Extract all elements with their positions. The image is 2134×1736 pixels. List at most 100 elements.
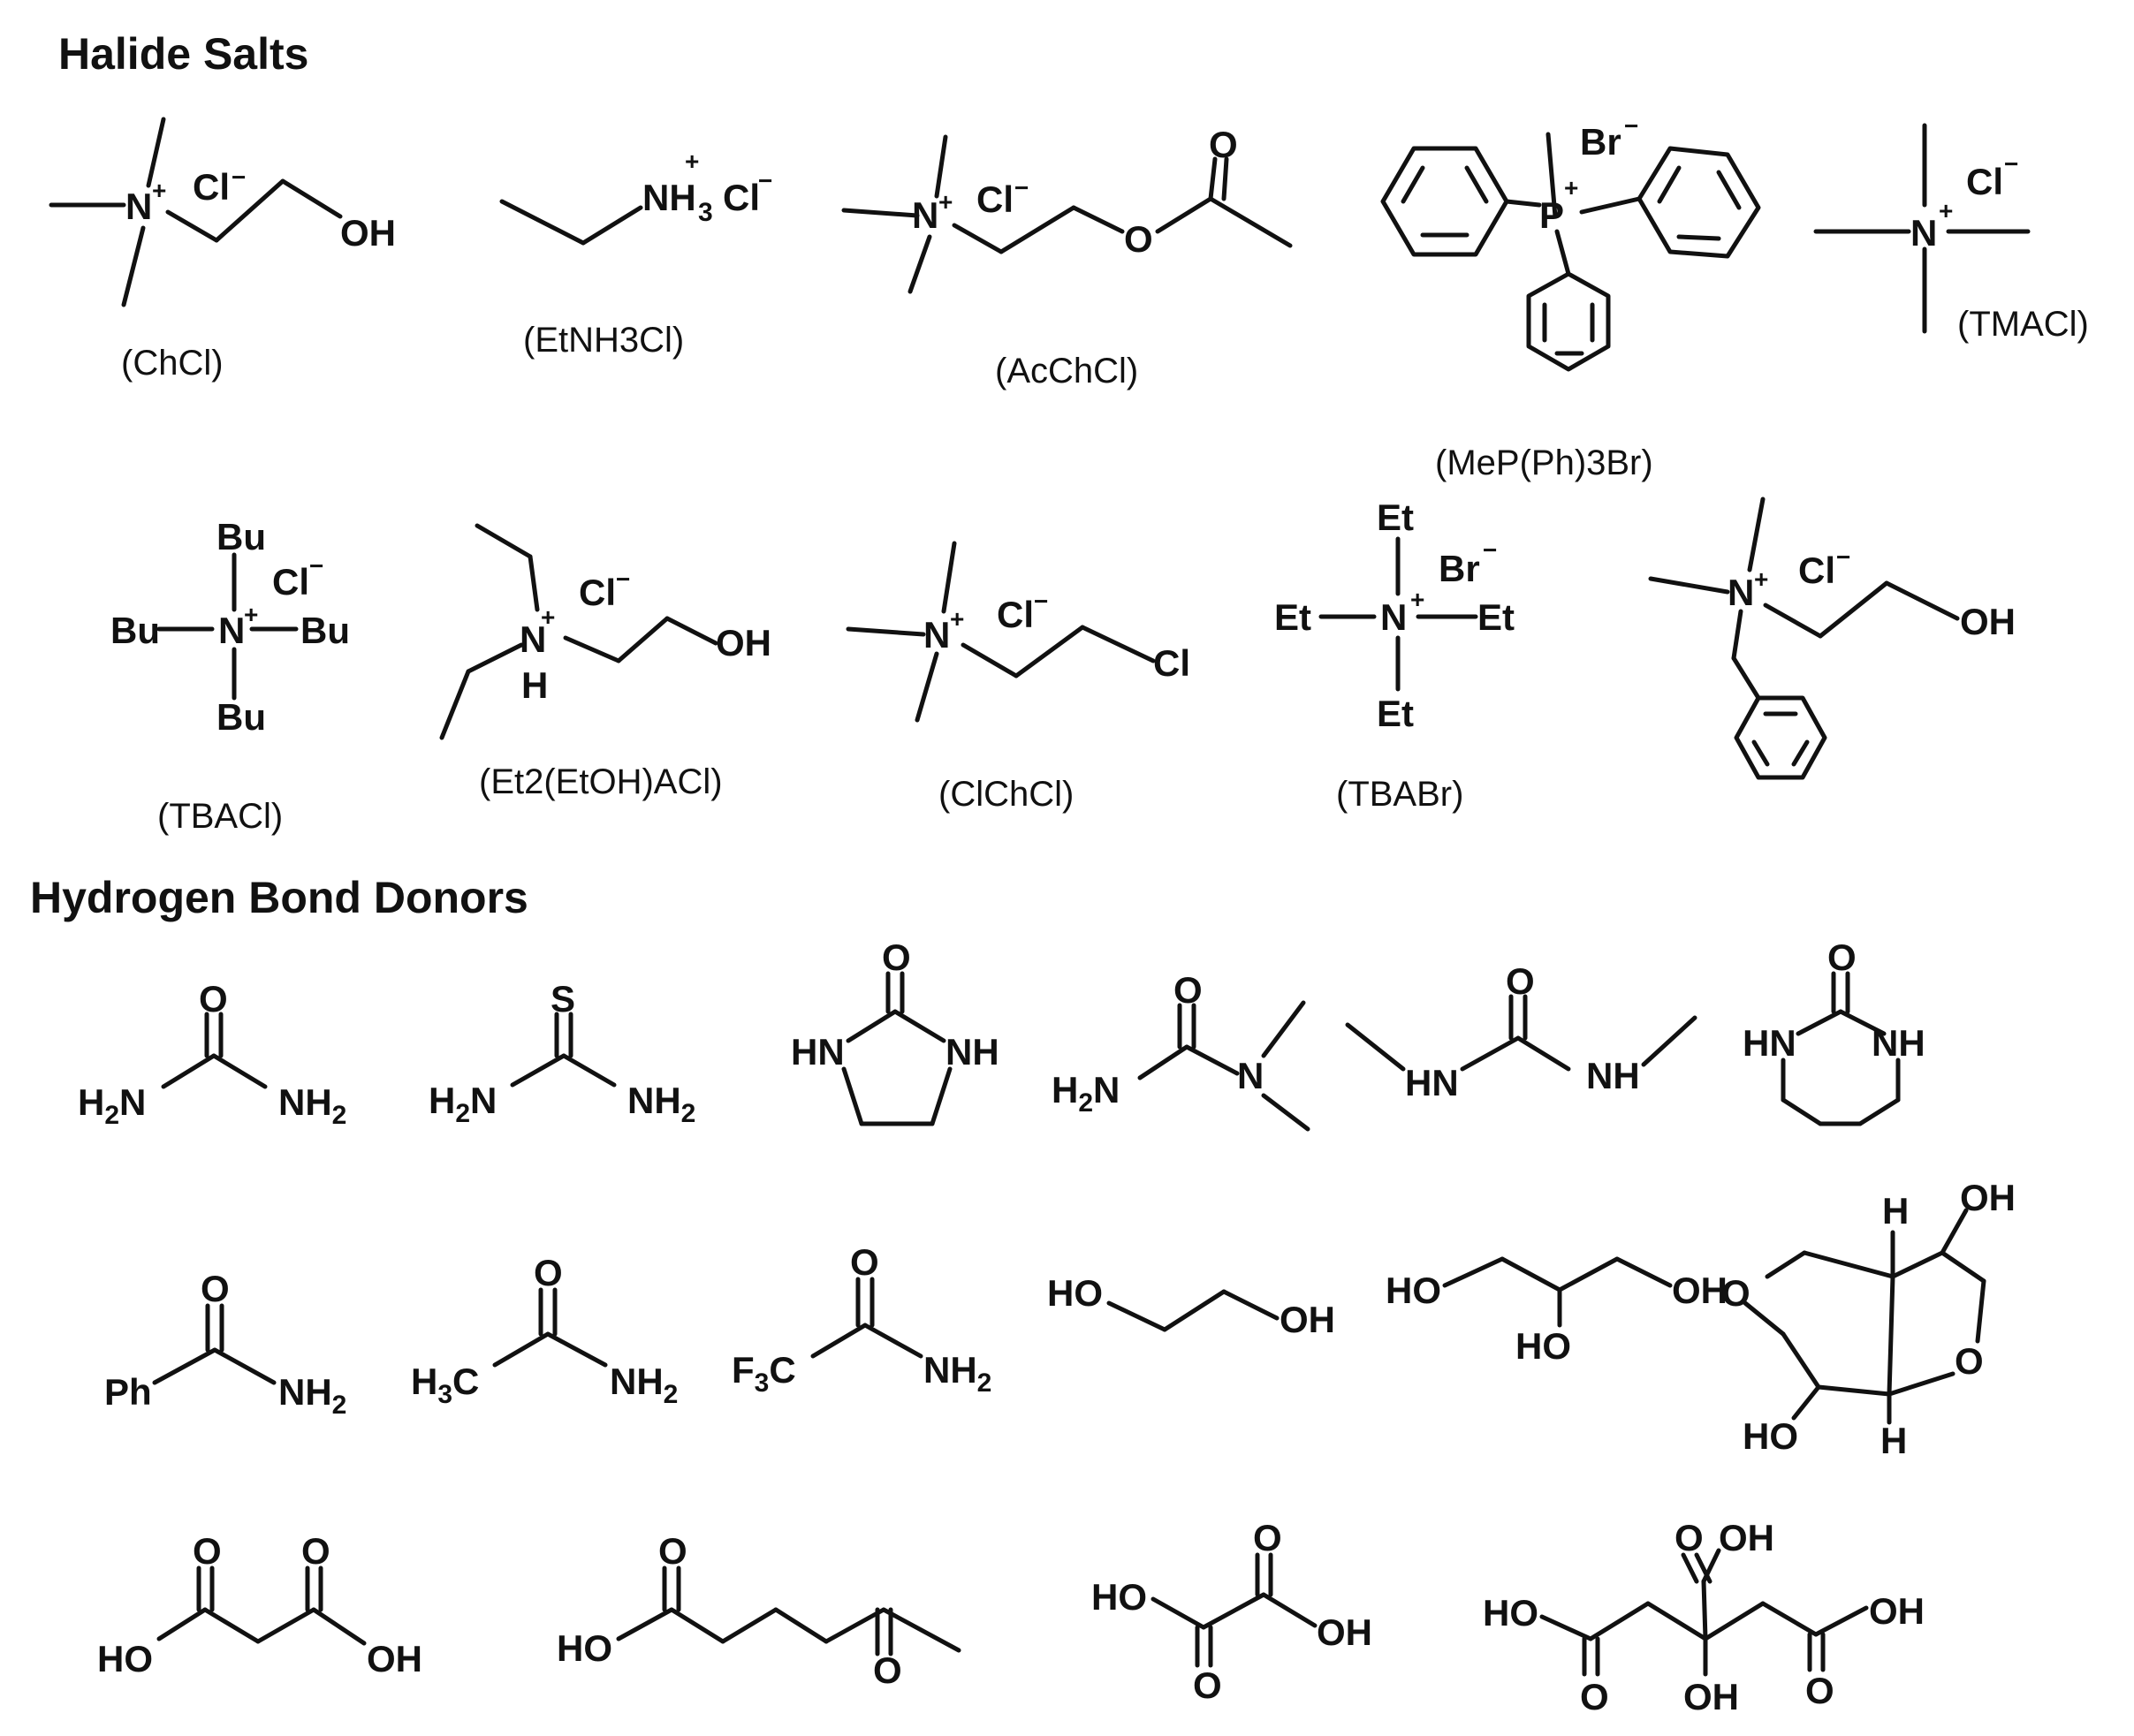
svg-text:Cl: Cl: [723, 177, 760, 218]
svg-text:N: N: [923, 614, 950, 656]
svg-text:Br: Br: [1580, 121, 1621, 163]
structure-malonic-acid: O O HO OH: [97, 1530, 422, 1679]
svg-text:+: +: [244, 601, 258, 628]
svg-text:Bu: Bu: [216, 696, 266, 738]
svg-text:N: N: [520, 618, 546, 660]
label-clchcl: (ClChCl): [938, 775, 1074, 814]
svg-text:NH: NH: [642, 177, 696, 218]
section-title-halide-salts: Halide Salts: [58, 29, 308, 79]
svg-text:O: O: [1827, 936, 1857, 978]
section-title-hydrogen-bond-donors: Hydrogen Bond Donors: [30, 873, 528, 922]
svg-text:NH2: NH2: [278, 1081, 346, 1130]
structure-tetrahydropyrimidinone: O HN NH: [1743, 936, 1925, 1126]
structure-chcl: N + Cl − OH: [49, 117, 396, 307]
svg-text:Bu: Bu: [110, 610, 160, 651]
structure-acchcl: N + Cl − O O: [841, 124, 1293, 294]
svg-text:−: −: [616, 565, 630, 593]
svg-text:OH: OH: [716, 622, 771, 663]
svg-text:N: N: [1237, 1055, 1264, 1096]
structure-tmacl: N + Cl −: [1813, 123, 2031, 334]
structure-isosorbide: O O H H OH HO: [1721, 1177, 2016, 1461]
svg-text:Et: Et: [1477, 596, 1515, 638]
svg-text:OH: OH: [1869, 1590, 1925, 1632]
svg-text:OH: OH: [1719, 1517, 1774, 1558]
svg-text:O: O: [1805, 1670, 1834, 1711]
svg-text:Bu: Bu: [300, 610, 350, 651]
svg-text:HO: HO: [1483, 1592, 1538, 1634]
svg-text:O: O: [534, 1252, 563, 1293]
svg-text:OH: OH: [1317, 1611, 1372, 1653]
label-etnh3cl: (EtNH3Cl): [523, 321, 684, 360]
svg-text:S: S: [551, 978, 575, 1020]
svg-text:Et: Et: [1377, 693, 1414, 734]
svg-text:H: H: [1882, 1190, 1909, 1232]
structure-mepph3br: P + Br −: [1380, 112, 1761, 372]
label-tbabr: (TBABr): [1336, 775, 1463, 814]
svg-text:OH: OH: [367, 1638, 422, 1679]
svg-text:−: −: [1034, 588, 1048, 615]
svg-text:3: 3: [698, 198, 713, 227]
svg-text:OH: OH: [1960, 601, 2016, 642]
svg-text:−: −: [2004, 150, 2018, 178]
svg-text:O: O: [882, 936, 911, 978]
label-tbacl: (TBACl): [157, 797, 283, 836]
svg-text:O: O: [1506, 960, 1535, 1002]
svg-text:NH2: NH2: [923, 1349, 991, 1398]
svg-text:NH: NH: [1872, 1022, 1925, 1064]
svg-text:+: +: [950, 605, 964, 633]
svg-text:H2N: H2N: [429, 1080, 497, 1128]
svg-text:+: +: [685, 148, 699, 175]
svg-text:OH: OH: [1672, 1270, 1728, 1311]
svg-text:N: N: [218, 610, 245, 651]
svg-text:HN: HN: [791, 1031, 845, 1073]
structure-urea: O H2N NH2: [78, 978, 346, 1130]
svg-text:HO: HO: [1743, 1415, 1798, 1457]
svg-text:−: −: [1836, 543, 1850, 571]
svg-text:O: O: [1675, 1517, 1704, 1558]
svg-text:−: −: [1014, 174, 1029, 201]
structure-clchcl: N + Cl − Cl: [846, 541, 1190, 723]
svg-text:H2N: H2N: [78, 1081, 146, 1130]
svg-text:+: +: [152, 177, 166, 204]
svg-text:Et: Et: [1377, 497, 1414, 538]
svg-text:HO: HO: [1047, 1272, 1103, 1314]
svg-text:HO: HO: [1386, 1270, 1441, 1311]
svg-text:NH: NH: [945, 1031, 999, 1073]
svg-text:+: +: [1939, 197, 1953, 224]
svg-text:HN: HN: [1743, 1022, 1796, 1064]
svg-text:Cl: Cl: [579, 572, 616, 613]
svg-text:O: O: [1721, 1272, 1750, 1314]
svg-text:N: N: [125, 186, 152, 227]
structure-trifluoroacetamide: O F3C NH2: [732, 1241, 991, 1398]
svg-text:Cl: Cl: [976, 178, 1014, 220]
svg-text:O: O: [199, 978, 228, 1020]
svg-text:NH2: NH2: [278, 1371, 346, 1420]
svg-text:OH: OH: [1960, 1177, 2016, 1218]
svg-text:Cl: Cl: [1153, 642, 1190, 684]
svg-text:Cl: Cl: [272, 561, 309, 603]
svg-text:Cl: Cl: [1798, 550, 1835, 591]
svg-text:O: O: [1124, 218, 1153, 260]
svg-text:Cl: Cl: [997, 594, 1034, 635]
svg-text:N: N: [1910, 212, 1937, 254]
structure-imidazolidinone: O HN NH: [791, 936, 999, 1126]
svg-text:Et: Et: [1274, 596, 1311, 638]
svg-text:O: O: [1173, 969, 1203, 1011]
svg-text:O: O: [1193, 1664, 1222, 1706]
svg-text:+: +: [541, 603, 555, 631]
svg-text:OH: OH: [1683, 1676, 1739, 1717]
svg-text:O: O: [1253, 1517, 1282, 1558]
svg-text:NH: NH: [1586, 1055, 1640, 1096]
svg-text:O: O: [1580, 1676, 1609, 1717]
svg-text:HO: HO: [557, 1627, 612, 1669]
structure-tbacl: Bu Bu Bu Bu N + Cl −: [110, 516, 350, 738]
svg-text:O: O: [850, 1241, 879, 1283]
structure-et2etohacl: N + H Cl − OH: [439, 523, 771, 740]
structure-glycerol: HO OH HO: [1386, 1256, 1728, 1367]
svg-text:P: P: [1539, 194, 1564, 236]
svg-text:+: +: [938, 188, 953, 216]
svg-text:O: O: [193, 1530, 222, 1572]
svg-text:O: O: [873, 1649, 902, 1691]
structure-benzylcholine-chloride: N + Cl − OH: [1648, 497, 2016, 780]
